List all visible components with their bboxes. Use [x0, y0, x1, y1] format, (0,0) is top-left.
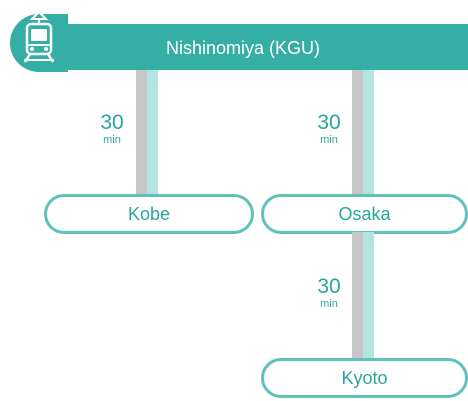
station-label: Kyoto [341, 368, 388, 388]
travel-time-value: 30 [317, 111, 341, 134]
travel-time-kyoto: 30 min [299, 275, 359, 311]
travel-time-osaka: 30 min [299, 111, 359, 147]
track-to-kobe [136, 70, 158, 196]
station-label: Osaka [338, 204, 391, 224]
station-kyoto: Kyoto [261, 358, 468, 398]
origin-bar [14, 24, 468, 70]
track-to-kyoto [352, 232, 374, 362]
track-to-osaka [352, 70, 374, 196]
station-label: Kobe [127, 204, 171, 224]
travel-time-unit: min [320, 134, 338, 146]
travel-time-value: 30 [317, 275, 341, 298]
station-kobe: Kobe [44, 194, 254, 234]
station-osaka: Osaka [261, 194, 468, 234]
travel-time-kobe: 30 min [82, 111, 142, 147]
travel-time-unit: min [320, 298, 338, 310]
train-icon [10, 10, 68, 72]
origin-station-label: Nishinomiya (KGU) [166, 38, 321, 58]
travel-time-unit: min [103, 134, 121, 146]
travel-time-value: 30 [100, 111, 124, 134]
